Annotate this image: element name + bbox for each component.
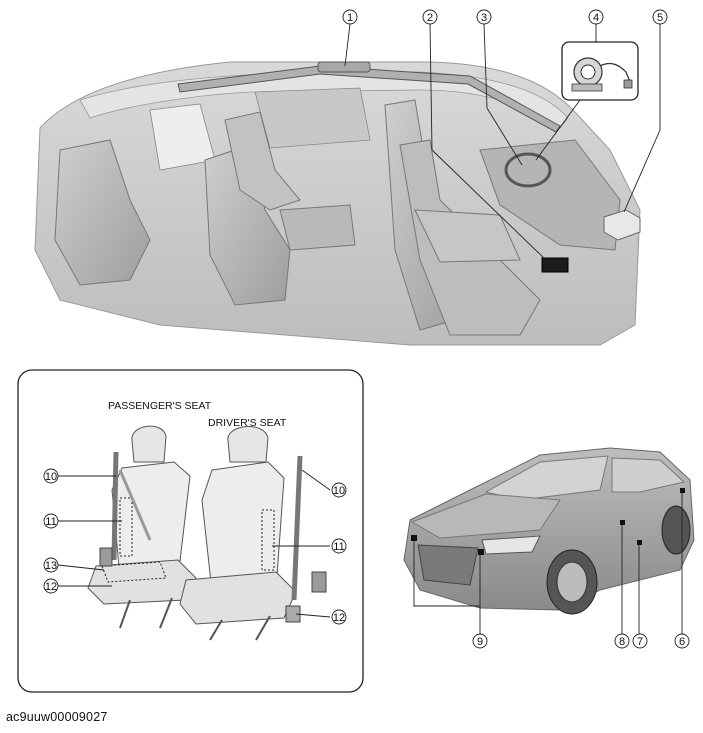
svg-text:10: 10 <box>45 471 57 483</box>
callout-11-right: 11 <box>331 538 347 554</box>
second-row-seat-right <box>224 111 301 211</box>
dashboard <box>479 139 621 251</box>
callout-1: 1 <box>342 9 358 25</box>
clock-spring-icon <box>571 57 633 92</box>
car-side-windows <box>611 457 686 493</box>
leader-lines-top <box>344 23 661 263</box>
passenger-seat <box>87 425 197 629</box>
front-console <box>414 209 521 263</box>
car-front-rim <box>556 561 588 603</box>
driver-seat <box>179 425 327 641</box>
svg-text:3: 3 <box>481 12 487 24</box>
car-rear-wheel <box>661 505 691 555</box>
car-headlight <box>481 535 541 555</box>
callout-7: 7 <box>632 633 648 649</box>
callout-9: 9 <box>472 633 488 649</box>
side-pressure-sensor <box>620 520 625 525</box>
front-crash-sensor-right <box>478 549 484 555</box>
sas-control-module <box>541 257 569 273</box>
callout-2: 2 <box>422 9 438 25</box>
interior-cutaway: 1 2 3 4 5 <box>34 9 668 346</box>
curtain-airbag-inflator <box>317 61 371 73</box>
rear-side-sensor <box>680 488 685 493</box>
callout-12-right: 12 <box>331 609 347 625</box>
svg-text:12: 12 <box>333 612 345 624</box>
callout-13: 13 <box>43 557 59 573</box>
svg-text:1: 1 <box>347 12 353 24</box>
leader-lines-car <box>413 493 683 634</box>
svg-text:9: 9 <box>477 636 483 648</box>
svg-text:5: 5 <box>657 12 663 24</box>
leader-lines-seats <box>57 469 331 618</box>
seats-inset-frame <box>17 369 364 693</box>
svg-text:4: 4 <box>593 12 599 24</box>
drivers-seat-label: DRIVER'S SEAT <box>208 417 287 429</box>
callout-10-right: 10 <box>331 482 347 498</box>
front-module-box <box>603 209 641 241</box>
callout-10-left: 10 <box>43 468 59 484</box>
callout-12-left: 12 <box>43 578 59 594</box>
svg-text:2: 2 <box>427 12 433 24</box>
third-row-seat <box>54 139 151 286</box>
callout-8: 8 <box>614 633 630 649</box>
steering-wheel <box>504 152 552 188</box>
callout-6: 6 <box>674 633 690 649</box>
svg-text:12: 12 <box>45 581 57 593</box>
svg-text:8: 8 <box>619 636 625 648</box>
front-crash-sensor-left <box>411 535 417 541</box>
callout-5: 5 <box>652 9 668 25</box>
svg-text:10: 10 <box>333 485 345 497</box>
passenger-seat-label: PASSENGER'S SEAT <box>108 400 212 412</box>
svg-text:7: 7 <box>637 636 643 648</box>
callout-4: 4 <box>588 9 604 25</box>
exterior-vehicle: 9 8 7 6 <box>403 447 695 649</box>
car-hood <box>410 493 561 539</box>
side-window <box>254 87 371 149</box>
seats-inset: PASSENGER'S SEAT DRIVER'S SEAT <box>17 369 364 693</box>
svg-text:11: 11 <box>45 516 56 528</box>
figure-code: ac9uuw00009027 <box>6 710 108 724</box>
callout-11-left: 11 <box>43 513 59 529</box>
callout-3: 3 <box>476 9 492 25</box>
center-console <box>279 204 356 251</box>
svg-text:13: 13 <box>45 560 57 572</box>
car-grille <box>417 544 479 586</box>
svg-text:11: 11 <box>333 541 344 553</box>
svg-text:6: 6 <box>679 636 685 648</box>
side-acceleration-sensor <box>637 540 642 545</box>
